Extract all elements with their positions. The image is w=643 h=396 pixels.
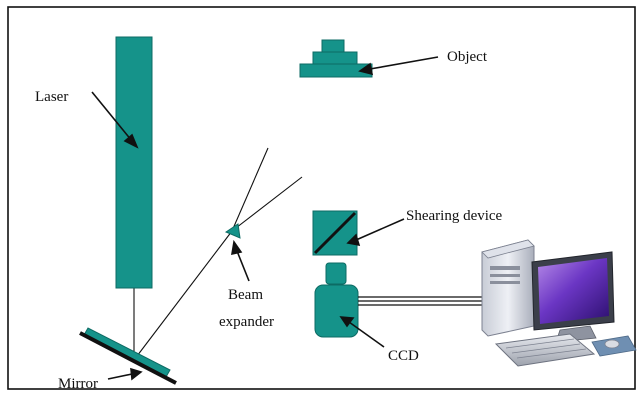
ccd-arrow bbox=[348, 321, 385, 348]
beam-expander-arrow bbox=[236, 250, 250, 282]
object-arrow bbox=[369, 56, 439, 70]
ccd-cable bbox=[358, 296, 488, 306]
laser-body bbox=[115, 36, 153, 289]
mirror bbox=[79, 327, 177, 385]
computer-icon bbox=[481, 239, 637, 367]
label-object: Object bbox=[447, 49, 488, 65]
object-stack bbox=[299, 39, 373, 78]
laser-arrow bbox=[91, 91, 133, 142]
beam-path bbox=[133, 147, 303, 361]
expanded-beam-upper-line bbox=[231, 147, 269, 232]
object-arrowhead bbox=[358, 62, 374, 76]
label-mirror: Mirror bbox=[58, 376, 98, 392]
beam-expander-arrowhead bbox=[231, 239, 243, 256]
callout-arrows bbox=[91, 56, 439, 381]
shearing-device-arrow bbox=[355, 218, 405, 241]
mirror-arrowhead bbox=[130, 367, 143, 381]
beam-expander-icon bbox=[224, 223, 241, 239]
mirror-arrow bbox=[107, 373, 133, 380]
ccd-camera bbox=[314, 262, 359, 338]
label-expander: expander bbox=[219, 314, 274, 330]
shearing-device-arrowhead bbox=[346, 233, 361, 247]
label-beam: Beam bbox=[228, 287, 263, 303]
reflected-beam-line bbox=[133, 230, 233, 361]
shearing-device bbox=[312, 210, 358, 256]
figure-frame bbox=[7, 6, 636, 390]
label-laser: Laser bbox=[35, 89, 68, 105]
ccd-arrowhead bbox=[339, 316, 355, 328]
laser-arrowhead bbox=[123, 133, 139, 149]
expanded-beam-lower-line bbox=[231, 176, 303, 232]
label-ccd: CCD bbox=[388, 348, 419, 364]
label-shearing-device: Shearing device bbox=[406, 208, 503, 224]
